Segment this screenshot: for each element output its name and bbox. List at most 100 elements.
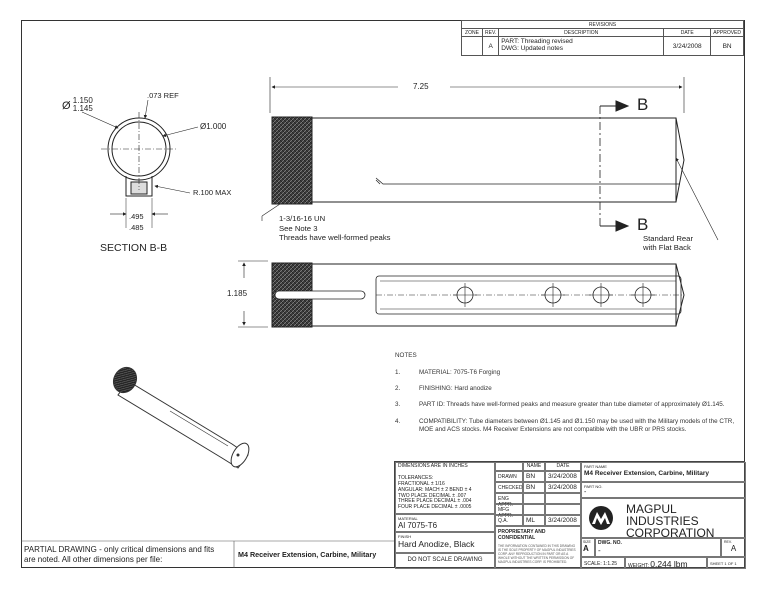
note-item: 1. MATERIAL: 7075-T6 Forging xyxy=(395,369,745,377)
note-item: 2. FINISHING: Hard anodize xyxy=(395,385,745,393)
rear-callout-line-2: with Flat Back xyxy=(643,242,691,252)
tol-four-place: FOUR PLACE DECIMAL ± .0005 xyxy=(398,504,472,511)
note-number: 2. xyxy=(395,385,401,393)
rev-value: A xyxy=(730,544,737,553)
rev-desc-line-2: DWG: Updated notes xyxy=(501,45,563,52)
scale-cell: SCALE: 1:1.25 xyxy=(581,557,625,569)
tol-three-place: THREE PLACE DECIMAL ± .004 xyxy=(398,498,472,505)
note-text: MATERIAL: 7075-T6 Forging xyxy=(419,369,501,376)
magpul-logo xyxy=(589,506,613,530)
section-title: SECTION B-B xyxy=(100,242,168,254)
proprietary-cell: PROPRIETARY AND CONFIDENTIAL THE INFORMA… xyxy=(495,526,581,569)
note-number: 1. xyxy=(395,369,401,376)
company-name-line-3: CORPORATION xyxy=(626,526,715,540)
dwg-no-label: DWG. NO. xyxy=(598,540,622,546)
drawn-name: BN xyxy=(523,471,545,482)
note-item: 3. PART ID: Threads have well-formed peak… xyxy=(395,401,745,409)
diameter-symbol: Ø xyxy=(200,122,207,131)
approval-corner xyxy=(495,462,523,471)
rear-callout-line-1: Standard Rear xyxy=(643,234,693,243)
note-item: 4.COMPATIBILITY: Tube diameters between … xyxy=(395,418,745,434)
weight-value: 0.244 lbm xyxy=(650,559,688,569)
note-number: 4. xyxy=(395,417,401,425)
partial-note-line-1: PARTIAL DRAWING - only critical dimensio… xyxy=(24,545,215,554)
company-name-line-2: INDUSTRIES xyxy=(626,514,699,528)
tolerance-block: DIMENSIONS ARE IN INCHES TOLERANCES: FRA… xyxy=(395,462,495,514)
section-ref-dim: .073 REF xyxy=(147,91,179,100)
note-text: FINISHING: Hard anodize xyxy=(419,385,492,393)
overall-length: 7.25 xyxy=(413,82,429,91)
partial-note-line-2: are noted. All other dimensions per file… xyxy=(24,555,163,564)
thread-note-ref: See Note 3 xyxy=(279,223,318,233)
qa-label: Q.A. xyxy=(495,515,523,526)
rev-desc-line-1: PART: Threading revised xyxy=(501,38,573,46)
tolerances-label: TOLERANCES: xyxy=(398,474,434,481)
material-label: MATERIAL xyxy=(398,516,418,521)
diameter-symbol: Ø xyxy=(62,100,71,112)
notes-section: NOTES 1. MATERIAL: 7075-T6 Forging 2. FINI… xyxy=(395,352,745,442)
part-name-value: M4 Receiver Extension, Carbine, Military xyxy=(584,470,709,477)
section-width-min: .485 xyxy=(129,223,144,232)
tol-fractional: FRACTIONAL ± 1/16 xyxy=(398,480,445,487)
section-marker-top: B xyxy=(637,95,649,114)
weight-cell: WEIGHT: 0.244 lbm xyxy=(625,557,707,569)
eng-appr-label: ENG APPR. xyxy=(495,493,523,508)
qa-date: 3/24/2008 xyxy=(545,515,581,526)
section-inner-diameter: Ø1.000 xyxy=(200,123,226,131)
part-name-label: PART NAME xyxy=(584,464,607,469)
revisions-table: REVISIONS ZONE REV. DESCRIPTION DATE APP… xyxy=(461,20,744,56)
weight-label: WEIGHT: xyxy=(628,563,649,569)
date-header: DATE xyxy=(545,462,581,471)
thread-callout: 1-3/16-16 UN See Note 3 Threads have wel… xyxy=(279,214,479,243)
notes-title: NOTES xyxy=(395,352,417,359)
no-scale-cell: DO NOT SCALE DRAWING xyxy=(395,553,495,569)
rev-date: 3/24/2008 xyxy=(663,36,712,56)
size-cell: SIZE A xyxy=(581,538,595,557)
drawn-label: DRAWN xyxy=(495,471,523,482)
rev-label: REV. xyxy=(724,540,732,544)
proprietary-text: THE INFORMATION CONTAINED IN THIS DRAWIN… xyxy=(498,544,576,564)
finish-label: FINISH xyxy=(398,534,412,539)
dims-label: DIMENSIONS ARE IN INCHES xyxy=(398,463,468,469)
rev-letter: A xyxy=(481,36,500,56)
size-label: SIZE xyxy=(583,540,591,544)
dwg-no-value: - xyxy=(598,546,601,555)
part-no-value: - xyxy=(584,489,587,496)
checked-label: CHECKED xyxy=(495,482,523,493)
rev-cell: REV. A xyxy=(721,538,746,557)
drawn-date: 3/24/2008 xyxy=(545,471,581,482)
sheet-cell: SHEET 1 OF 1 xyxy=(707,557,746,569)
note-text: PART ID: Threads have well-formed peaks … xyxy=(419,401,725,409)
mfg-appr-date xyxy=(545,504,581,515)
checked-name: BN xyxy=(523,482,545,493)
material-value: Al 7075-T6 xyxy=(398,521,438,530)
section-radius: R.100 MAX xyxy=(193,188,232,197)
top-view-tube xyxy=(238,260,685,328)
mfg-appr-name xyxy=(523,504,545,515)
eng-appr-date xyxy=(545,493,581,504)
outer-dia-min: 1.145 xyxy=(72,104,93,114)
mfg-appr-label: MFG APPR. xyxy=(495,504,523,519)
name-header: NAME xyxy=(523,462,545,471)
tol-angular: ANGULAR: MACH ± 2 BEND ± 4 xyxy=(398,486,472,493)
side-view-tube xyxy=(261,77,719,241)
tol-two-place: TWO PLACE DECIMAL ± .007 xyxy=(398,492,467,499)
partial-drawing-note: PARTIAL DRAWING - only critical dimensio… xyxy=(24,545,214,565)
company-name: MAGPUL INDUSTRIES CORPORATION xyxy=(626,503,714,539)
isometric-view xyxy=(112,366,250,469)
section-b-b-view xyxy=(81,99,199,228)
rear-callout: Standard Rear with Flat Back xyxy=(643,234,693,253)
outer-dia-max: 1.150 xyxy=(72,96,93,105)
note-number: 3. xyxy=(395,401,401,409)
part-name-cell: PART NAME M4 Receiver Extension, Carbine… xyxy=(581,462,746,482)
section-marker-bottom: B xyxy=(637,215,649,234)
top-view-height: 1.185 xyxy=(227,289,248,298)
rev-approved: BN xyxy=(710,36,744,56)
finish-cell: FINISH Hard Anodize, Black xyxy=(395,532,495,553)
thread-spec: 1-3/16-16 UN xyxy=(279,214,326,223)
company-cell: MAGPUL INDUSTRIES CORPORATION xyxy=(581,498,746,539)
size-value: A xyxy=(583,544,589,553)
section-width-max: .495 xyxy=(129,212,144,221)
proprietary-title: PROPRIETARY AND CONFIDENTIAL xyxy=(498,529,546,541)
